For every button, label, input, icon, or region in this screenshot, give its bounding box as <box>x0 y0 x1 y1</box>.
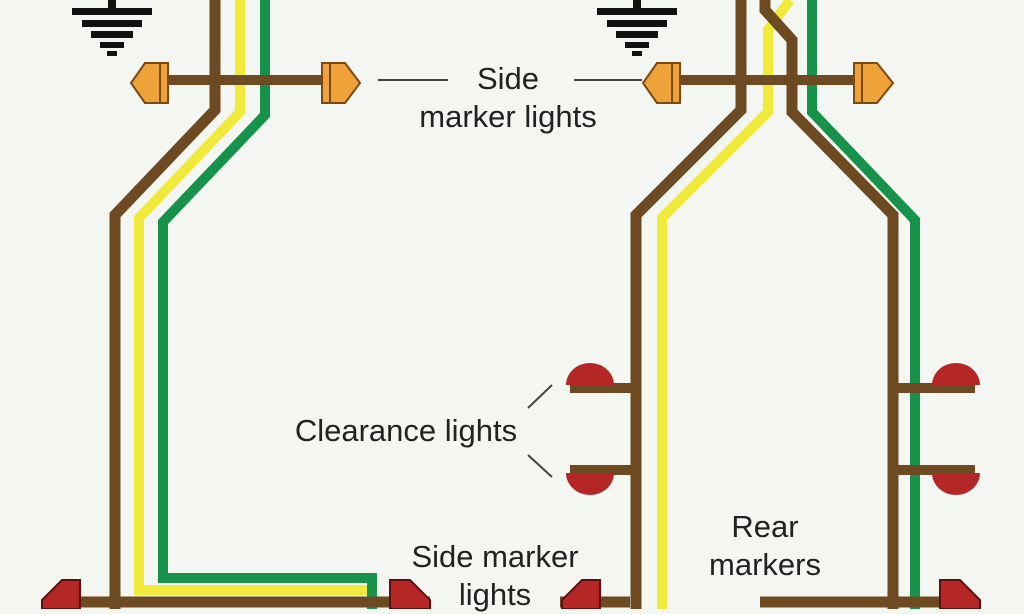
clearance-lamp-left-lower <box>566 473 614 495</box>
clearance-lamp-left-upper <box>566 363 614 385</box>
red-lamp-bottom-mid-right <box>561 579 601 609</box>
ground-symbol-right <box>597 0 677 56</box>
side-marker-top-line-1: Side <box>476 61 540 96</box>
red-lamp-bottom-right <box>939 579 981 609</box>
red-lamp-bottom-mid-left <box>389 579 431 609</box>
amber-lamp-top-right-outer <box>853 62 895 104</box>
clearance-light-stubs <box>570 383 975 475</box>
amber-lamp-top-left-outer <box>129 62 169 104</box>
amber-lamp-top-left-inner <box>321 62 362 104</box>
amber-lamp-top-right-inner <box>641 62 681 104</box>
rear-markers-line-1: Rear <box>731 509 799 544</box>
right-green-wire <box>807 0 920 609</box>
left-brown-wire <box>109 0 221 609</box>
side-marker-bottom-line-2: lights <box>458 577 532 612</box>
side-marker-lights-label-top: Side marker lights <box>388 60 628 136</box>
left-yellow-wire <box>134 0 372 595</box>
left-green-wire <box>158 0 377 609</box>
side-marker-top-line-2: marker lights <box>419 99 597 134</box>
left-wire-harness <box>109 0 377 609</box>
side-marker-lights-label-bottom: Side marker lights <box>385 538 605 614</box>
clearance-lamp-right-upper <box>932 363 980 385</box>
label-leader-lines <box>378 79 642 478</box>
clearance-lights-label: Clearance lights <box>294 413 518 448</box>
rear-markers-label: Rear markers <box>690 508 840 584</box>
red-lamp-bottom-left <box>41 579 81 609</box>
right-brown-wire-a <box>630 0 747 609</box>
side-marker-bottom-line-1: Side marker <box>411 539 579 574</box>
clearance-lamp-right-lower <box>932 473 980 495</box>
rear-markers-line-2: markers <box>709 547 821 582</box>
ground-symbol-left <box>72 0 152 56</box>
